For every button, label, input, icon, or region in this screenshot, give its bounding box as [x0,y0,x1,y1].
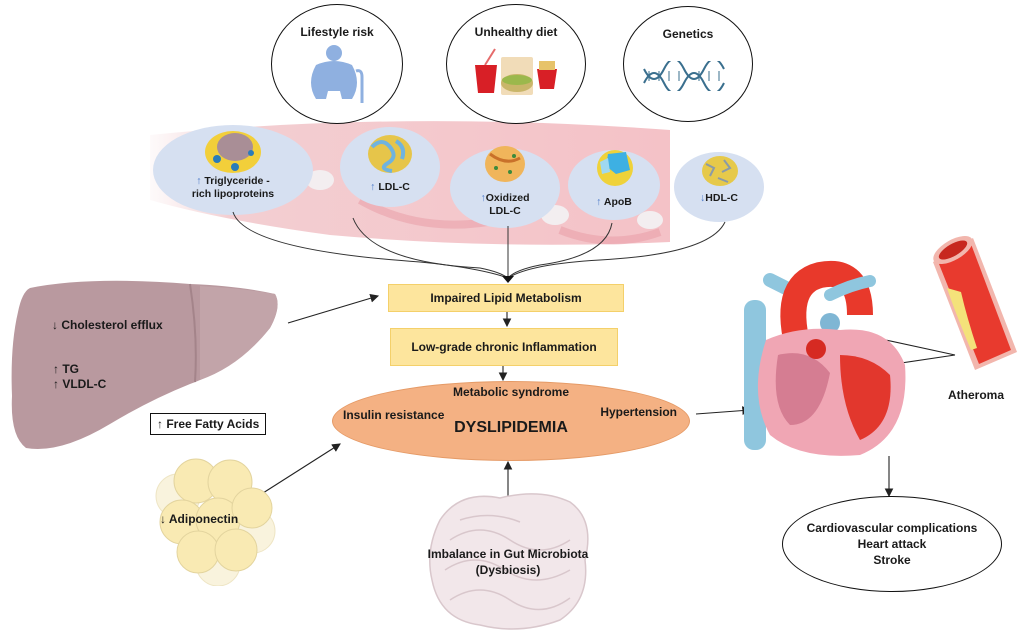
cholesterol-efflux-label: ↓ Cholesterol efflux [52,318,163,332]
chronic-inflammation-box: Low-grade chronic Inflammation [390,328,618,366]
metabolic-syndrome-label: Metabolic syndrome [452,385,570,399]
heart-icon [744,260,906,456]
increase-arrow-icon: ↑ [370,181,376,193]
tg-label: ↑ TG [53,362,79,376]
lipoprotein-label: LDL-C [378,181,410,193]
adipose-tissue-icon [155,458,276,586]
heart-attack-label: Heart attack [857,537,927,551]
dna-icon [643,61,725,91]
increase-arrow-icon: ↑ [196,175,202,187]
tg-lipoprotein-icon [205,131,261,173]
lipoprotein-hdl-c: ↓HDL-C [674,152,764,222]
lipoprotein-oxidized-ldl-c: ↑Oxidized LDL-C [450,146,560,228]
atheroma-vessel-icon [933,236,1017,370]
dyslipidemia-ellipse: Metabolic syndrome Insulin resistance Hy… [332,381,690,461]
lipoprotein-label-line2: LDL-C [489,205,521,217]
connector-ldl-c [352,217,509,279]
connector-tg-lipoproteins [232,211,509,279]
dyslipidemia-title: DYSLIPIDEMIA [454,419,568,436]
vldl-c-label: ↑ VLDL-C [53,377,107,391]
hdl-particle-icon [702,156,738,186]
platelet-icon [306,170,334,190]
risk-factor-label: Unhealthy diet [474,25,558,39]
fast-food-icon [475,48,557,95]
gut-microbiota-label: Imbalance in Gut Microbiota [427,547,589,561]
risk-factor-genetics: Genetics [623,6,753,122]
lipoprotein-label: Oxidized [485,192,530,204]
free-fatty-acids-box: ↑ Free Fatty Acids [150,413,267,435]
risk-factor-lifestyle: Lifestyle risk [271,4,403,124]
decrease-arrow-icon: ↓ [700,192,706,204]
risk-factor-label: Genetics [662,27,714,41]
lipoprotein-label: ApoB [603,196,632,208]
obese-person-icon [311,45,364,103]
cardiovascular-complications-label: Cardiovascular complications [806,521,978,535]
adiponectin-label: ↓ Adiponectin [160,512,239,526]
intestine-icon [429,493,589,630]
apob-particle-icon [597,150,633,186]
impaired-lipid-metabolism-box: Impaired Lipid Metabolism [388,284,624,312]
arrow-liver-to-lipid-metabolism [287,293,380,324]
liver-icon [11,280,278,449]
connector-apob [507,222,613,279]
arrow-adipose-to-dyslipidemia [262,443,341,494]
stroke-label: Stroke [873,553,911,567]
lipoprotein-label-line2: rich lipoproteins [191,188,275,200]
oxidized-ldl-icon [485,146,525,182]
dysbiosis-label: (Dysbiosis) [475,563,541,577]
risk-factor-label: Lifestyle risk [300,25,374,39]
lipoprotein-apob: ↑ ApoB [568,150,660,220]
risk-factor-diet: Unhealthy diet [446,4,586,124]
platelet-icon [637,211,663,229]
lipoprotein-ldl-c: ↑ LDL-C [340,127,440,207]
lipoprotein-label: HDL-C [705,192,738,204]
connector-hdl-c [507,221,726,279]
merge-arrowhead-icon [502,276,514,283]
ldl-particle-icon [368,135,412,173]
increase-arrow-icon: ↑ [596,196,602,208]
insulin-resistance-label: Insulin resistance [343,408,445,422]
arrow-dyslipidemia-to-heart [695,406,752,415]
increase-arrow-icon: ↑ [480,192,486,204]
lipoprotein-triglyceride-rich: ↑ Triglyceride - rich lipoproteins [153,125,313,215]
atheroma-label: Atheroma [948,388,1005,402]
hypertension-label: Hypertension [600,405,677,419]
lipoprotein-label: Triglyceride - [204,175,270,187]
cardiovascular-outcomes-ellipse: Cardiovascular complications Heart attac… [782,496,1002,592]
